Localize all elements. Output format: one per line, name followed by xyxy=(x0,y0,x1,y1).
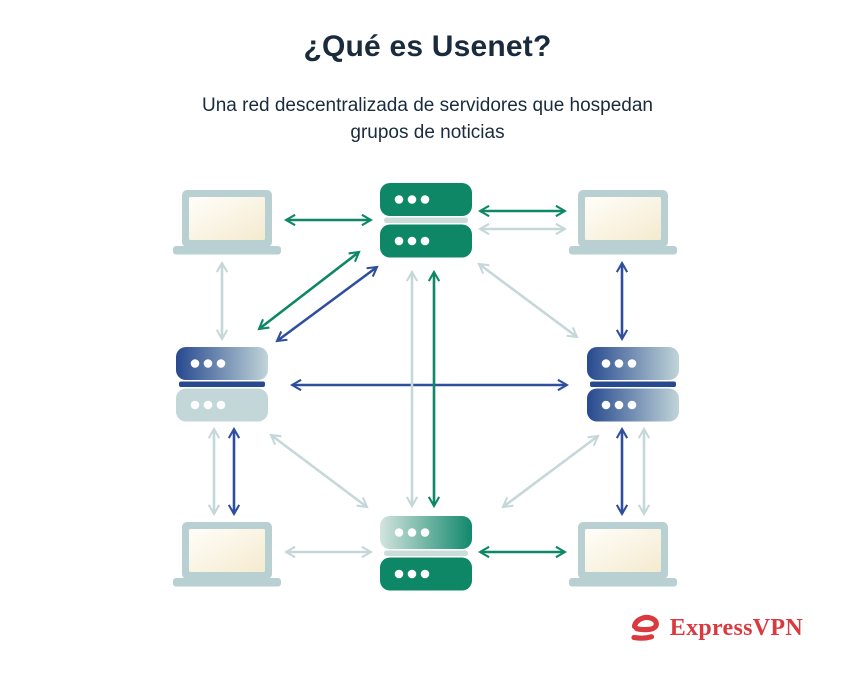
laptop-icon-top-right xyxy=(569,190,677,255)
expressvpn-logo-icon xyxy=(631,614,659,641)
page-title: ¿Qué es Usenet? xyxy=(303,30,552,63)
arrow-server-top-server-right-gray xyxy=(479,264,577,337)
server-icon-right xyxy=(587,347,679,422)
laptop-icon-bottom-right xyxy=(569,522,677,587)
laptop-icon-top-left xyxy=(173,190,281,255)
server-icon-left xyxy=(176,347,268,422)
server-icon-top xyxy=(380,183,472,258)
expressvpn-brand: ExpressVPN xyxy=(627,612,803,644)
arrow-server-left-server-bottom-gray xyxy=(271,435,367,507)
laptop-icon-bottom-left xyxy=(173,522,281,587)
server-icon-bottom xyxy=(380,516,472,591)
arrow-server-bottom-server-right-gray xyxy=(503,436,598,507)
page-subtitle: Una red descentralizada de servidores qu… xyxy=(201,95,654,143)
brand-name: ExpressVPN xyxy=(669,614,803,641)
connection-arrows xyxy=(214,211,644,552)
arrow-server-left-server-top-blue xyxy=(277,267,377,341)
